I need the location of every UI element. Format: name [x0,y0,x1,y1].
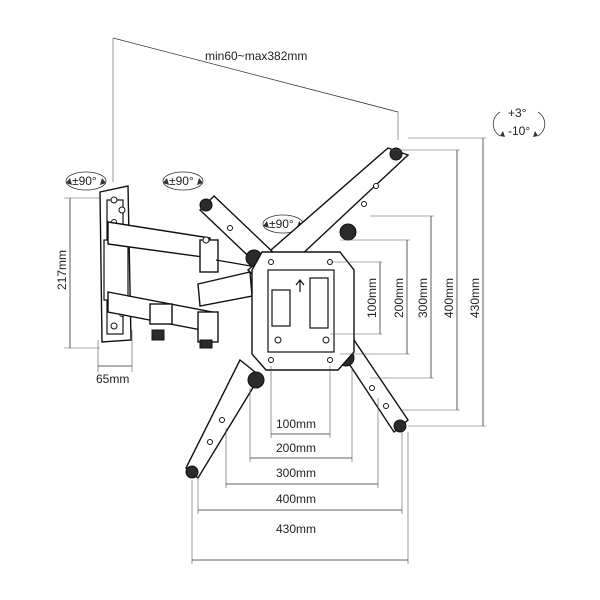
rotation-arm-label: ±90° [169,174,194,188]
tilt-right-arc-icon [537,111,546,137]
rotation-arm: ±90° [162,171,204,191]
extension-label: min60~max382mm [205,49,307,63]
vertical-dim-400: 400mm [442,278,456,318]
rotation-plate-label: ±90° [269,217,294,231]
rotate-wall-icon [65,171,107,191]
horizontal-dim-400: 400mm [276,492,316,506]
wall-height-label: 217mm [55,250,69,290]
rotate-arm-icon [162,171,204,191]
vertical-dim-430: 430mm [468,278,482,318]
horizontal-dim-200: 200mm [276,441,316,455]
wall-plate [99,185,132,343]
articulating-arms [107,221,263,349]
wall-depth-dimension: 65mm [96,330,133,386]
vertical-dim-200: 200mm [392,278,406,318]
rotation-wall-label: ±90° [72,174,97,188]
tilt-up-label: +3° [508,106,527,120]
horizontal-dim-430: 430mm [276,522,316,536]
rotation-wall: ±90° [65,171,107,191]
tilt-down-label: -10° [508,124,530,138]
wall-height-dimension: 217mm [55,197,100,349]
tilt-indicator: +3° -10° [492,106,546,138]
center-plate [251,251,355,371]
wall-depth-label: 65mm [96,372,129,386]
vertical-dim-100: 100mm [365,278,379,318]
up-arrow-icon [295,279,305,292]
extension-dimension: min60~max382mm [112,37,399,182]
vertical-dim-300: 300mm [416,278,430,318]
tilt-left-arc-icon [492,111,501,137]
horizontal-dim-300: 300mm [276,466,316,480]
horizontal-dim-100: 100mm [276,417,316,431]
vertical-dimensions: 100mm 200mm 300mm 400mm 430mm [330,137,486,427]
horizontal-dimensions: 100mm 200mm 300mm 400mm 430mm [191,366,409,564]
